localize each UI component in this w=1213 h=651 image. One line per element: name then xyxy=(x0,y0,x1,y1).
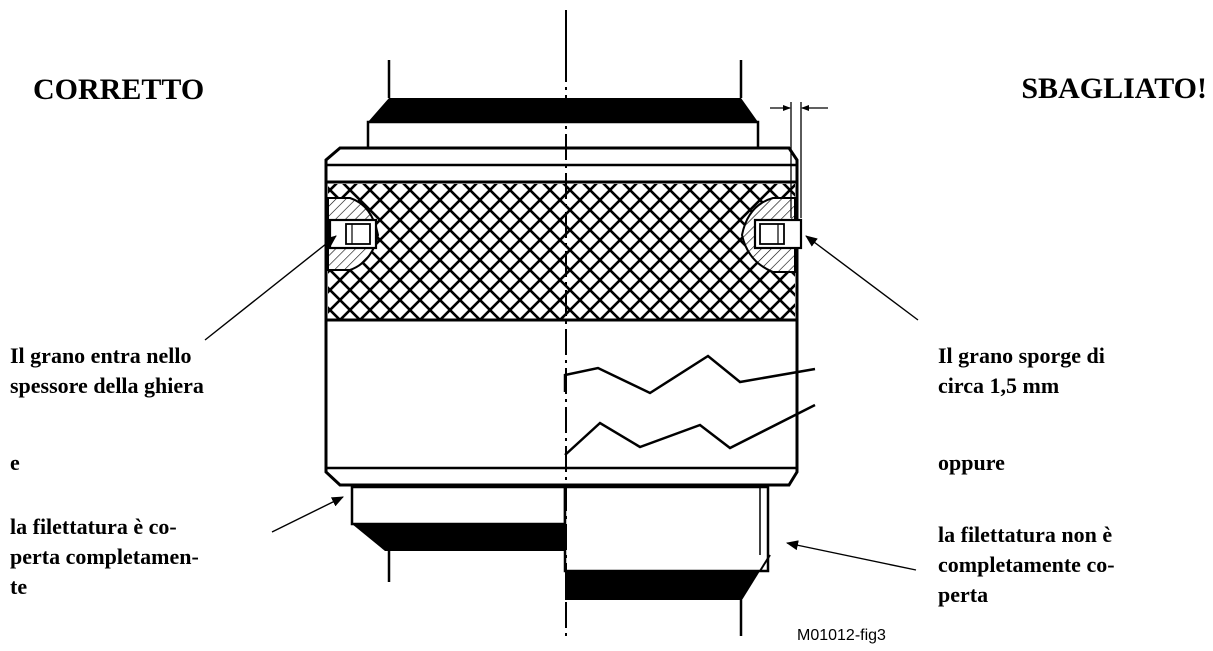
shaft-top xyxy=(366,60,760,150)
set-screw-wrong xyxy=(740,197,803,273)
note-line: la filettatura è co- xyxy=(10,514,177,539)
note-line: Il grano entra nello xyxy=(10,343,192,368)
arrow-right-screw xyxy=(805,235,919,321)
protrusion-dimension xyxy=(770,102,828,218)
thread-wrong xyxy=(563,485,771,636)
arrow-right-thread xyxy=(786,540,917,571)
right-thread-note: la filettatura non è completamente co- p… xyxy=(938,520,1115,610)
note-line: perta xyxy=(938,582,989,607)
right-conjunction: oppure xyxy=(938,450,1005,475)
note-line: perta completamen- xyxy=(10,544,199,569)
correct-heading: CORRETTO xyxy=(33,73,205,106)
figure-code: M01012-fig3 xyxy=(797,627,886,644)
left-set-screw-note: Il grano entra nello spessore della ghie… xyxy=(10,341,204,401)
note-line: spessore della ghiera xyxy=(10,373,204,398)
right-set-screw-note: Il grano sporge di circa 1,5 mm xyxy=(938,341,1105,401)
left-thread-note: la filettatura è co- perta completamen- … xyxy=(10,512,199,602)
note-line: Il grano sporge di xyxy=(938,343,1105,368)
leader-arrows xyxy=(204,235,919,571)
note-line: la filettatura non è xyxy=(938,522,1113,547)
arrow-left-thread xyxy=(271,496,344,533)
arrow-left-screw xyxy=(204,235,337,341)
thread-correct xyxy=(350,485,567,582)
left-conjunction: e xyxy=(10,450,20,475)
set-screw-correct xyxy=(327,197,380,271)
note-line: circa 1,5 mm xyxy=(938,373,1060,398)
knurled-band xyxy=(328,184,795,319)
note-line: te xyxy=(10,574,28,599)
note-line: completamente co- xyxy=(938,552,1115,577)
wrong-heading: SBAGLIATO! xyxy=(1021,72,1207,105)
ring-nut-body xyxy=(324,146,799,487)
